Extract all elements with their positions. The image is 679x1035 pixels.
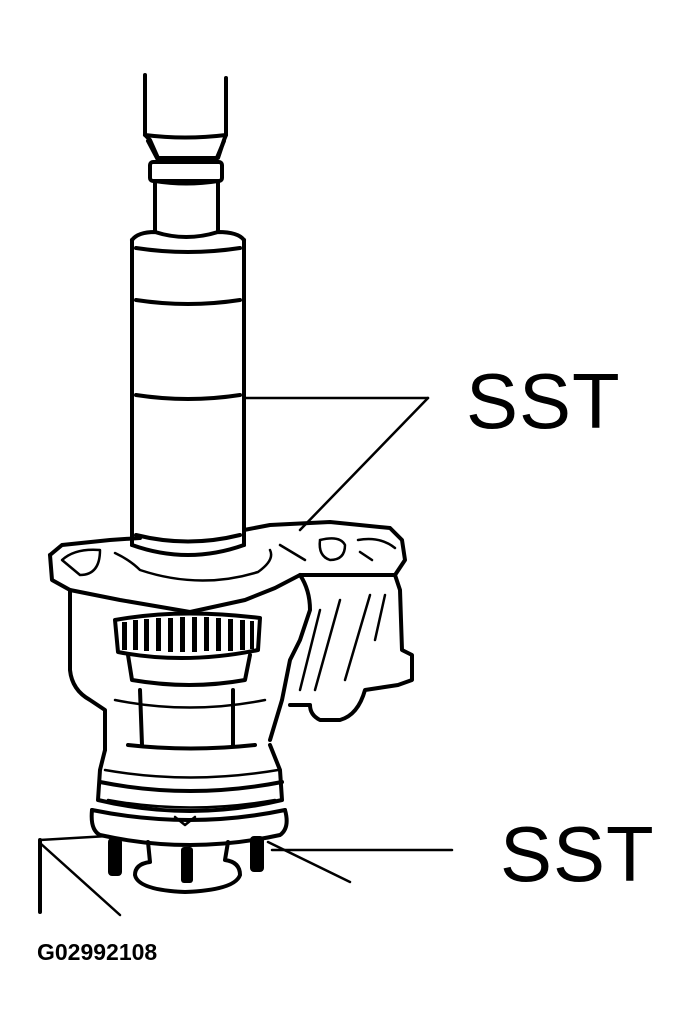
- axle-hub: [89, 743, 289, 894]
- gear-ring: [113, 611, 262, 660]
- callout-sst-lower: SST: [500, 810, 655, 898]
- upper-sst-leader: [242, 396, 430, 532]
- press-ram: [143, 73, 228, 234]
- callout-sst-upper: SST: [466, 357, 621, 445]
- figure-code: G02992108: [37, 939, 158, 965]
- lower-sst-support: [38, 834, 352, 917]
- knuckle-housing: [48, 520, 414, 752]
- sst-column: [130, 230, 246, 557]
